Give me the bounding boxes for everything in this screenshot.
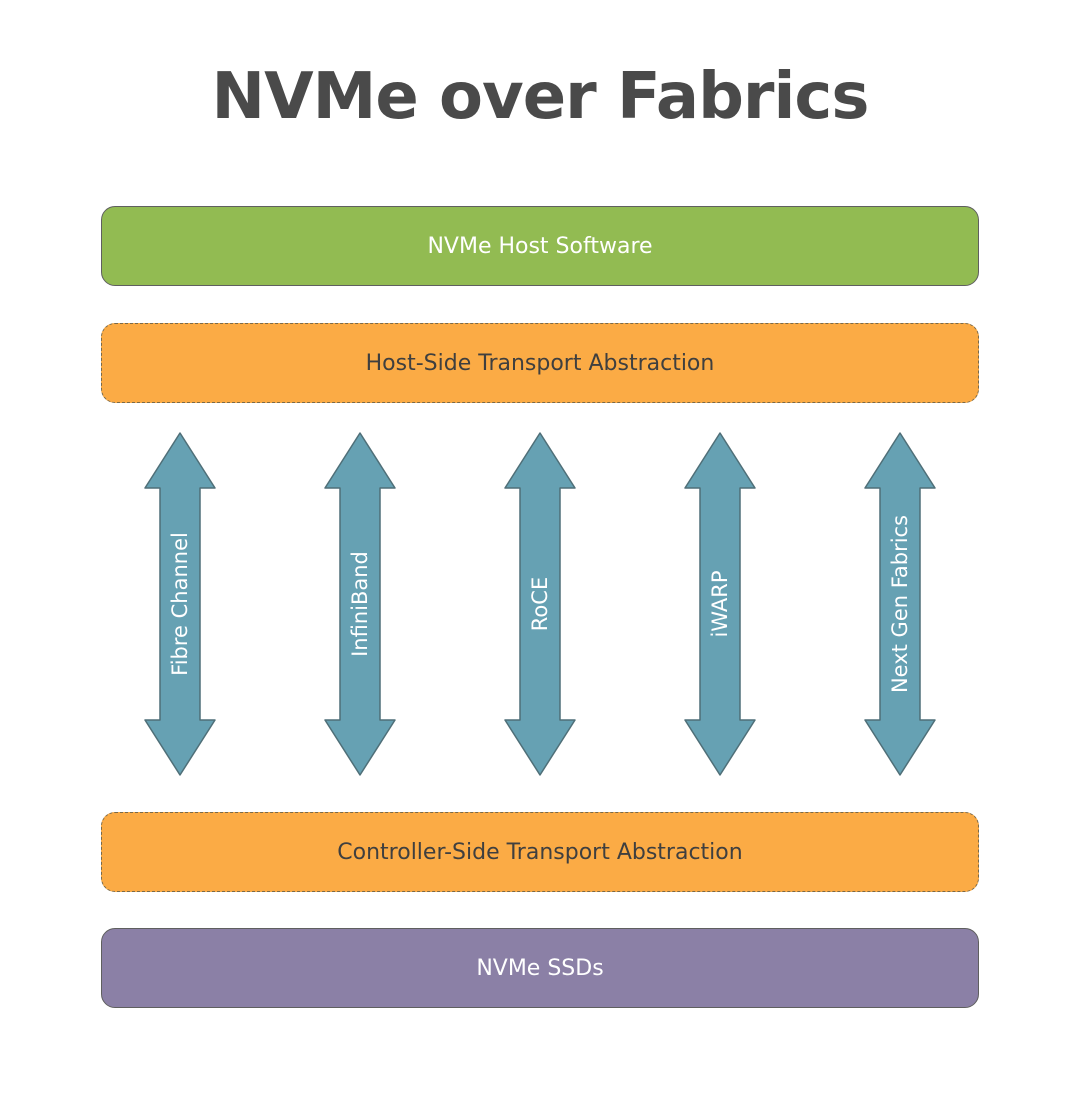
double-arrow-icon bbox=[864, 432, 936, 776]
double-arrow-icon bbox=[684, 432, 756, 776]
fabric-label-infiniband: InfiniBand bbox=[348, 551, 372, 657]
diagram-title: NVMe over Fabrics bbox=[211, 60, 870, 134]
nvme-host-software-label: NVMe Host Software bbox=[427, 233, 653, 259]
nvme-host-software-layer: NVMe Host Software bbox=[101, 206, 979, 286]
fabric-label-next-gen-fabrics: Next Gen Fabrics bbox=[888, 514, 912, 694]
double-arrow-icon bbox=[144, 432, 216, 776]
host-side-transport-layer: Host-Side Transport Abstraction bbox=[101, 323, 979, 403]
double-arrow-icon bbox=[324, 432, 396, 776]
fabric-label-fibre-channel: Fibre Channel bbox=[168, 532, 192, 676]
fabric-label-iwarp: iWARP bbox=[708, 570, 732, 638]
fabric-arrow-fibre-channel: Fibre Channel bbox=[143, 432, 217, 776]
controller-side-transport-label: Controller-Side Transport Abstraction bbox=[337, 839, 743, 865]
fabric-arrow-next-gen-fabrics: Next Gen Fabrics bbox=[863, 432, 937, 776]
fabric-arrow-infiniband: InfiniBand bbox=[323, 432, 397, 776]
host-side-transport-label: Host-Side Transport Abstraction bbox=[365, 350, 715, 376]
fabric-arrow-iwarp: iWARP bbox=[683, 432, 757, 776]
nvme-ssds-layer: NVMe SSDs bbox=[101, 928, 979, 1008]
double-arrow-icon bbox=[504, 432, 576, 776]
nvme-ssds-label: NVMe SSDs bbox=[476, 955, 604, 981]
controller-side-transport-layer: Controller-Side Transport Abstraction bbox=[101, 812, 979, 892]
fabric-arrow-roce: RoCE bbox=[503, 432, 577, 776]
fabric-label-roce: RoCE bbox=[528, 576, 552, 632]
